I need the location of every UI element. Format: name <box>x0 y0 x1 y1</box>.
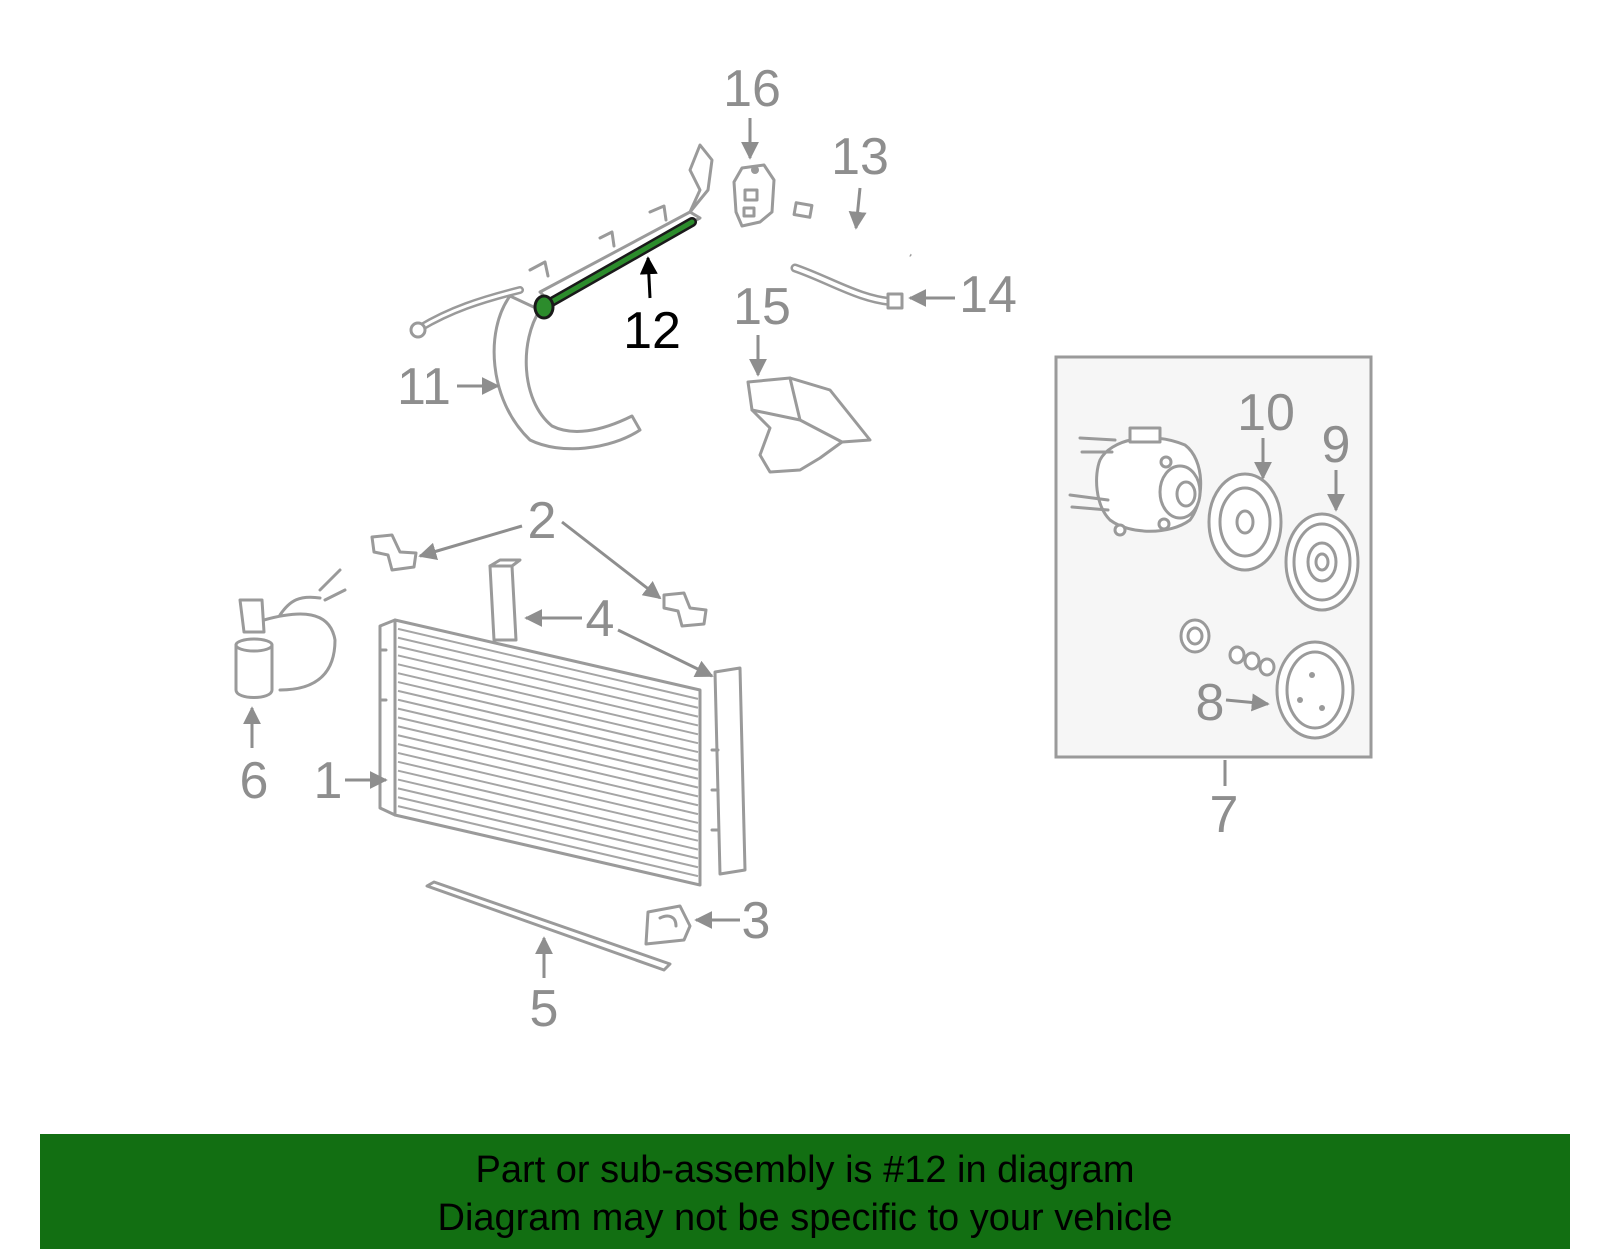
part-4-baffle-side[interactable] <box>710 666 747 876</box>
part-6-receiver-drier[interactable] <box>234 568 347 699</box>
part-13-hose[interactable] <box>792 201 912 257</box>
info-banner: Part or sub-assembly is #12 in diagram D… <box>40 1134 1570 1249</box>
callout-14: 14 <box>959 266 1017 324</box>
callout-12: 12 <box>623 302 681 360</box>
part-15-shield[interactable] <box>746 376 872 474</box>
part-12-highlighted-line[interactable] <box>533 217 697 320</box>
part-7-compressor-box[interactable] <box>1054 355 1373 759</box>
part-4-baffle-top[interactable] <box>488 558 522 642</box>
part-2-bracket-right[interactable] <box>662 591 708 628</box>
part-14-hose[interactable] <box>790 263 904 310</box>
callout-15: 15 <box>733 278 791 336</box>
callout-16: 16 <box>723 60 781 118</box>
part-3-mount[interactable] <box>644 904 692 946</box>
callout-10: 10 <box>1237 384 1295 442</box>
callout-6: 6 <box>240 752 269 810</box>
callout-2: 2 <box>528 492 557 550</box>
callout-7: 7 <box>1210 786 1239 844</box>
callout-5: 5 <box>530 980 559 1038</box>
part-16-valve-block[interactable] <box>732 163 776 228</box>
part-1-condenser[interactable] <box>378 618 702 887</box>
callout-11: 11 <box>397 358 451 416</box>
callout-13: 13 <box>831 128 889 186</box>
callout-3: 3 <box>742 892 771 950</box>
leader-lines <box>243 118 1345 978</box>
callout-8: 8 <box>1196 674 1225 732</box>
part-2-bracket-left[interactable] <box>370 533 418 572</box>
callout-1: 1 <box>314 752 343 810</box>
banner-line-2: Diagram may not be specific to your vehi… <box>437 1197 1173 1239</box>
part-5-seal-strip[interactable] <box>425 880 672 972</box>
banner-line-1: Part or sub-assembly is #12 in diagram <box>475 1149 1135 1191</box>
callout-9: 9 <box>1322 416 1351 474</box>
callout-4: 4 <box>586 590 615 648</box>
